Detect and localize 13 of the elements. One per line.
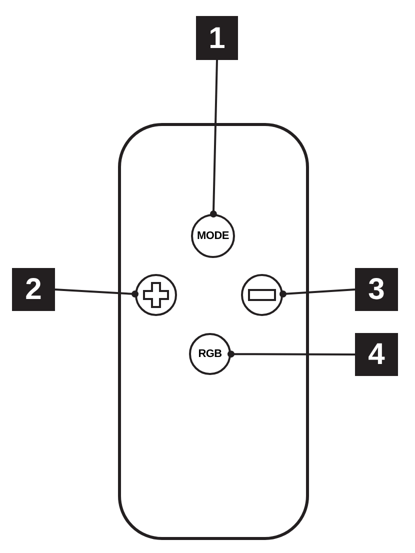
leader-line <box>228 350 355 358</box>
leader-line <box>54 288 139 298</box>
callout-number: 4 <box>355 333 398 376</box>
callout-number: 2 <box>12 268 55 311</box>
round-button <box>241 274 283 316</box>
remote-control-body <box>118 123 309 540</box>
leader-line <box>279 288 356 298</box>
round-button: RGB <box>189 333 231 375</box>
leader-line <box>210 60 218 218</box>
callout-number: 3 <box>355 268 398 311</box>
round-button <box>135 274 177 316</box>
callout-number: 1 <box>196 16 238 60</box>
round-button: MODE <box>191 214 235 258</box>
